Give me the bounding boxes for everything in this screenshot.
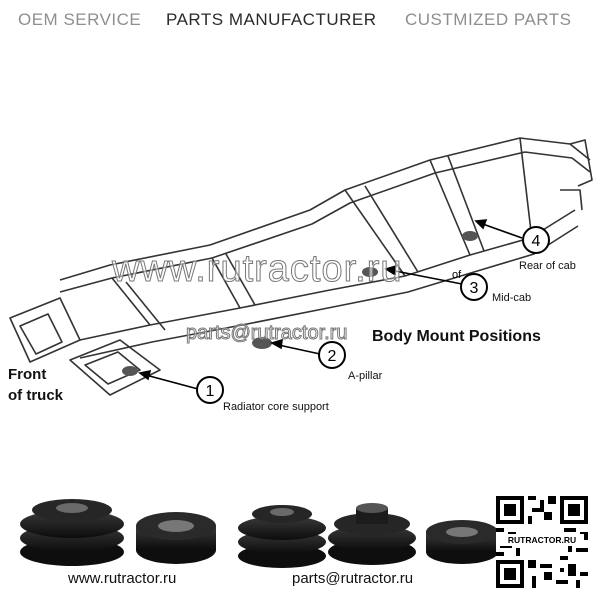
body-mount-product-3 bbox=[238, 505, 326, 568]
front-label-line2: of truck bbox=[8, 387, 64, 404]
mount-2 bbox=[252, 337, 272, 349]
frame-drawing bbox=[9, 137, 593, 396]
header-oem-service: OEM SERVICE bbox=[18, 10, 142, 29]
header-parts-manufacturer: PARTS MANUFACTURER bbox=[166, 10, 377, 29]
header-bar: OEM SERVICE PARTS MANUFACTURER CUSTMIZED… bbox=[0, 0, 600, 40]
pointer-lines bbox=[138, 219, 523, 390]
callout-number-2: 2 bbox=[328, 348, 337, 365]
mount-4 bbox=[462, 231, 478, 241]
callout-circle-1 bbox=[196, 376, 224, 404]
callout-circle-3 bbox=[460, 273, 488, 301]
watermark-site: www.rutractor.ru bbox=[112, 248, 403, 291]
callouts: 1 2 3 4 of bbox=[196, 226, 550, 404]
callout-number-1: 1 bbox=[206, 383, 215, 400]
body-mount-product-2 bbox=[136, 512, 216, 564]
callout-number-3: 3 bbox=[470, 280, 479, 297]
diagram-title: Body Mount Positions bbox=[372, 328, 541, 345]
mount-3 bbox=[362, 267, 378, 277]
header-customized-parts: CUSTMIZED PARTS bbox=[405, 10, 572, 29]
callout-circle-2 bbox=[318, 341, 346, 369]
front-label-line1: Front bbox=[8, 366, 47, 383]
callout-number-4: 4 bbox=[532, 233, 541, 250]
frame-tag-text: of bbox=[452, 269, 462, 281]
truck-frame-diagram: 1 2 3 4 of bbox=[9, 137, 593, 404]
body-mount-product-5 bbox=[426, 520, 498, 564]
position-label-3: Mid-cab bbox=[492, 292, 532, 304]
position-label-4: Rear of cab bbox=[519, 260, 576, 272]
position-label-1: Radiator core support bbox=[223, 401, 329, 413]
mount-markers bbox=[122, 231, 478, 376]
callout-circle-4 bbox=[522, 226, 550, 254]
front-of-truck-label: Front of truck bbox=[8, 364, 63, 406]
qr-label: RUTRACTOR.RU bbox=[500, 534, 584, 546]
footer-email-link[interactable]: parts@rutractor.ru bbox=[292, 570, 414, 587]
position-label-2: A-pillar bbox=[348, 370, 383, 382]
body-mount-product-4 bbox=[328, 503, 416, 565]
footer-website-link[interactable]: www.rutractor.ru bbox=[68, 570, 177, 587]
body-mount-product-1 bbox=[20, 499, 124, 566]
watermark-email: parts@rutractor.ru bbox=[185, 322, 348, 345]
mount-1 bbox=[122, 366, 138, 376]
body-mount-products bbox=[20, 499, 498, 568]
